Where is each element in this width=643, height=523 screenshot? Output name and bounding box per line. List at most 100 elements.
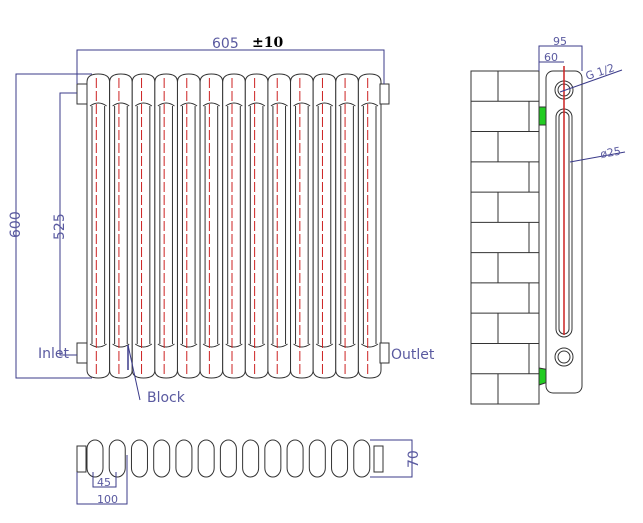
top-section [108, 439, 126, 478]
brick-wall [470, 70, 540, 405]
top-section [331, 439, 349, 478]
section-column [130, 439, 148, 478]
section-header-curve [315, 102, 334, 348]
top-left-plug [76, 83, 88, 105]
outlet-plug [379, 342, 390, 364]
top-section [86, 439, 104, 478]
double-pitch-label: 100 [97, 493, 118, 506]
section-outline [312, 73, 337, 379]
front-section [86, 73, 111, 379]
front-section [199, 73, 224, 379]
front-section [131, 73, 156, 379]
section-outline [199, 73, 224, 379]
height-dimension-line [15, 73, 92, 379]
section-outline [222, 73, 246, 379]
top-section [175, 439, 193, 478]
width-dimension-line [76, 49, 385, 84]
bottom-connection-inner [557, 350, 571, 364]
top-section [242, 439, 260, 478]
section-column [242, 439, 260, 478]
section-outline [131, 73, 156, 379]
front-sections [86, 73, 382, 379]
section-column [197, 439, 215, 478]
pitch-dimension-line [92, 472, 117, 488]
top-section [264, 439, 282, 478]
section-outline [86, 73, 111, 379]
offset-label: 60 [544, 51, 558, 64]
section-outline [335, 73, 359, 379]
front-section [222, 73, 246, 379]
top-section [353, 439, 371, 478]
top-section [219, 439, 237, 478]
depth-label: 95 [553, 35, 567, 48]
height-label: 600 [8, 211, 24, 238]
front-section [267, 73, 292, 379]
top-section [308, 439, 326, 478]
thread-leader [559, 69, 623, 93]
front-section [312, 73, 337, 379]
section-header-curve [248, 102, 266, 348]
section-header-curve [202, 102, 220, 348]
block-label: Block [147, 390, 186, 406]
section-outline [244, 73, 269, 379]
thread-label: G 1/2 [584, 61, 616, 83]
section-header-curve [180, 102, 198, 348]
section-header-curve [134, 102, 153, 348]
centers-dimension-line [59, 92, 77, 356]
section-outline [357, 73, 382, 379]
top-section [130, 439, 148, 478]
top-right-plug [379, 83, 390, 105]
top-section [153, 439, 171, 478]
width-tolerance: ±10 [252, 35, 283, 51]
section-column [175, 439, 193, 478]
section-header-curve [157, 102, 175, 348]
inlet-plug [76, 342, 88, 364]
section-column [264, 439, 282, 478]
top-view: 70 45 100 [76, 439, 422, 506]
section-outline [109, 73, 133, 379]
bottom-connection-outer [554, 347, 574, 367]
section-outline [176, 73, 201, 379]
front-section [335, 73, 359, 379]
section-header-curve [338, 102, 356, 348]
top-depth-dimension-line [370, 439, 413, 478]
front-section [154, 73, 178, 379]
centers-label: 525 [52, 213, 68, 240]
width-label: 605 [212, 36, 239, 52]
section-column [86, 439, 104, 478]
front-section [357, 73, 382, 379]
section-header-curve [361, 102, 379, 348]
top-section [286, 439, 304, 478]
wall-outline [470, 70, 540, 405]
tube-leader [569, 151, 626, 163]
section-column [108, 439, 126, 478]
section-header-curve [270, 102, 288, 348]
section-header-curve [293, 102, 311, 348]
section-column [331, 439, 349, 478]
block-leader [127, 344, 141, 401]
top-view-left-plug [76, 445, 87, 473]
top-section [197, 439, 215, 478]
section-column [153, 439, 171, 478]
section-outline [290, 73, 314, 379]
section-column [308, 439, 326, 478]
outlet-label: Outlet [391, 347, 435, 363]
front-section [109, 73, 133, 379]
top-depth-label: 70 [406, 450, 422, 468]
section-column [286, 439, 304, 478]
section-outline [267, 73, 292, 379]
inlet-label: Inlet [38, 346, 70, 362]
top-sections [86, 439, 371, 478]
front-section [290, 73, 314, 379]
section-outline [154, 73, 178, 379]
side-view: 95 60 G 1/2 ø25 [470, 35, 626, 405]
left-plugs [76, 83, 88, 364]
double-pitch-dimension-line [76, 455, 128, 505]
pitch-label: 45 [97, 476, 111, 489]
section-column [219, 439, 237, 478]
front-section [244, 73, 269, 379]
top-view-right-plug [373, 445, 384, 473]
section-header-curve [225, 102, 243, 348]
front-section [176, 73, 201, 379]
